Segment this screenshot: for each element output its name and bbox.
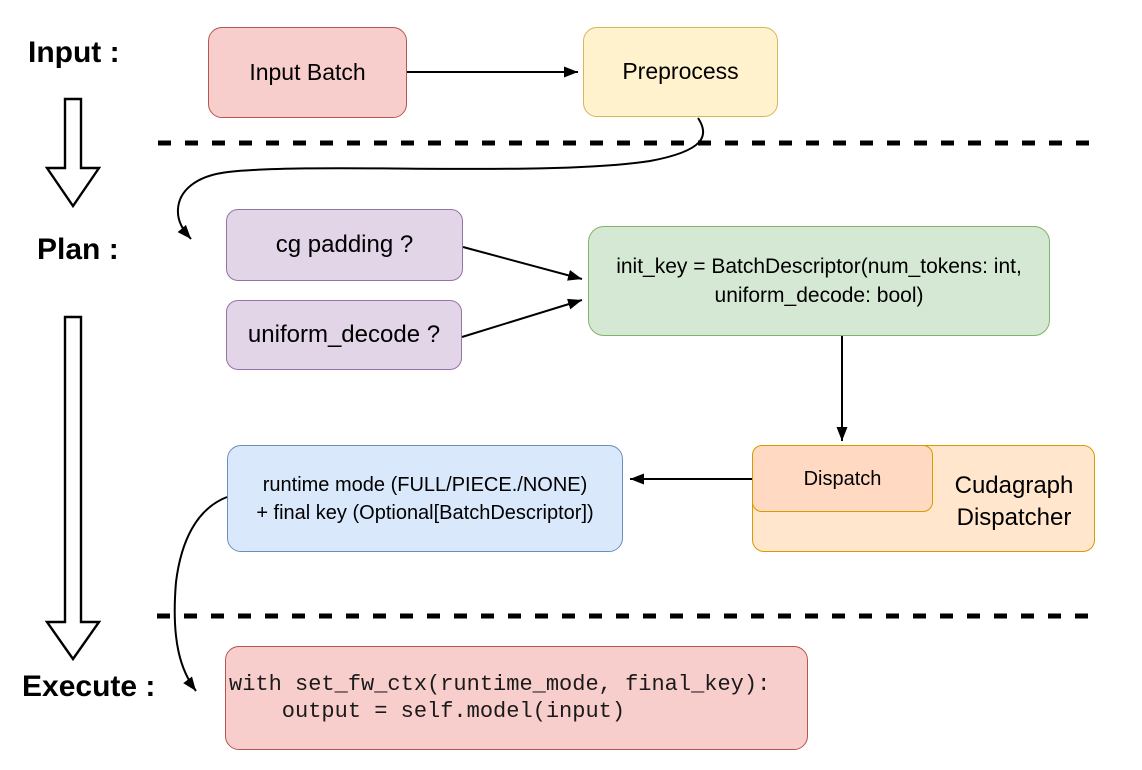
node-runtime-mode-line1: runtime mode (FULL/PIECE./NONE) bbox=[262, 473, 588, 496]
node-init-key-line1: init_key = BatchDescriptor(num_tokens: i… bbox=[616, 255, 1022, 278]
node-dispatch: Dispatch bbox=[752, 445, 933, 512]
cudagraph-label-line2: Dispatcher bbox=[956, 504, 1072, 531]
node-runtime-mode-line2: + final key (Optional[BatchDescriptor]) bbox=[256, 501, 594, 524]
phase-arrow-plan-to-execute bbox=[44, 315, 102, 662]
node-cudagraph-dispatcher-label: Cudagraph Dispatcher bbox=[930, 470, 1098, 534]
node-init-key-line2: uniform_decode: bool) bbox=[714, 284, 924, 307]
node-cg-padding: cg padding ? bbox=[226, 209, 463, 281]
section-label-execute: Execute : bbox=[22, 670, 156, 703]
code-line2: output = self.model(input) bbox=[229, 699, 626, 724]
arrow-runtime-mode-to-execute-code bbox=[173, 496, 228, 692]
arrow-uniform-decode-to-init-key bbox=[461, 298, 583, 338]
section-label-plan: Plan : bbox=[37, 233, 119, 266]
node-uniform-decode: uniform_decode ? bbox=[226, 300, 462, 370]
arrow-cg-padding-to-init-key bbox=[462, 246, 583, 281]
cudagraph-label-line1: Cudagraph bbox=[954, 472, 1074, 499]
code-line1: with set_fw_ctx(runtime_mode, final_key)… bbox=[229, 672, 771, 697]
node-runtime-mode: runtime mode (FULL/PIECE./NONE) + final … bbox=[227, 445, 623, 552]
node-uniform-decode-label: uniform_decode ? bbox=[247, 321, 441, 349]
node-dispatch-label: Dispatch bbox=[803, 467, 882, 490]
node-init-key: init_key = BatchDescriptor(num_tokens: i… bbox=[588, 226, 1050, 336]
node-input-batch: Input Batch bbox=[208, 27, 407, 118]
node-preprocess: Preprocess bbox=[583, 27, 778, 117]
node-input-batch-label: Input Batch bbox=[249, 58, 366, 85]
node-preprocess-label: Preprocess bbox=[622, 58, 739, 85]
phase-arrow-input-to-plan bbox=[44, 97, 102, 209]
node-execute-code: with set_fw_ctx(runtime_mode, final_key)… bbox=[225, 646, 808, 750]
section-label-input: Input : bbox=[28, 36, 120, 69]
node-cg-padding-label: cg padding ? bbox=[275, 231, 414, 259]
